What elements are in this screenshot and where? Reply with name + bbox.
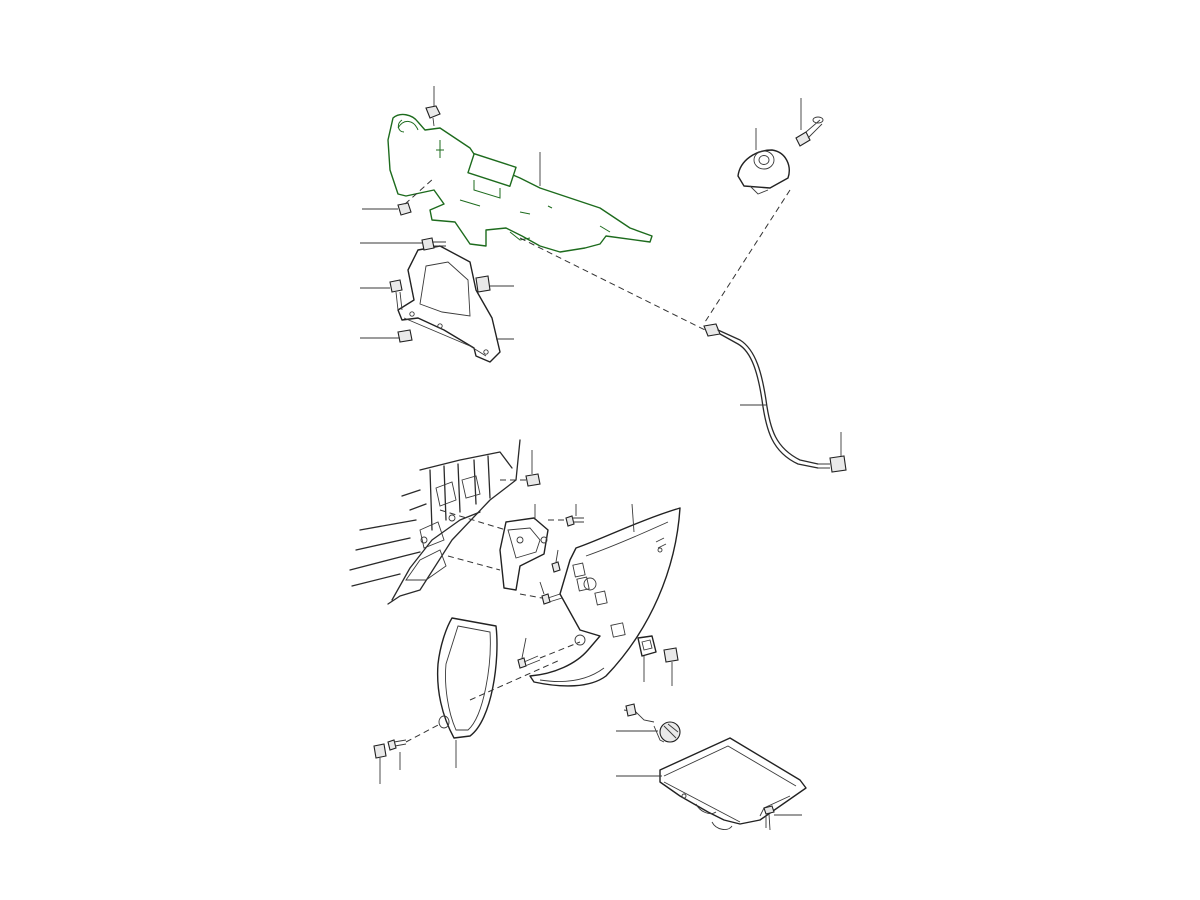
part-11-cover-panel[interactable]: [529, 507, 681, 687]
cable-routing-line-1: [519, 237, 706, 331]
part-17-lock-insert[interactable]: [637, 635, 657, 657]
part-21-screw[interactable]: [763, 805, 775, 831]
part-16-cap[interactable]: [373, 743, 387, 759]
part-14-screw-a[interactable]: [548, 515, 584, 527]
part-3-panel[interactable]: [387, 113, 653, 253]
part-20-tray[interactable]: [659, 737, 807, 830]
part-14-screw-d[interactable]: [517, 641, 581, 669]
part-14-screw-b[interactable]: [551, 561, 561, 573]
part-6-clip-lower[interactable]: [397, 329, 413, 343]
part-12-side-panel[interactable]: [436, 617, 561, 739]
part-1-release-handle[interactable]: [737, 149, 790, 195]
part-8-clip[interactable]: [425, 105, 441, 127]
part-6-clip-right[interactable]: [475, 275, 491, 293]
part-4-bracket[interactable]: [397, 245, 501, 363]
part-13-bracket[interactable]: [439, 509, 549, 591]
part-5-bolt-lower[interactable]: [389, 279, 403, 311]
part-15-clip[interactable]: [500, 473, 541, 487]
part-10-cable-nipple[interactable]: [818, 455, 847, 473]
part-7-nut[interactable]: [397, 177, 435, 216]
part-5-bolt-upper[interactable]: [421, 237, 446, 251]
part-18-cap[interactable]: [663, 647, 679, 663]
vehicle-frame-structure: [349, 439, 521, 605]
part-14-screw-e[interactable]: [387, 723, 441, 751]
part-9-cable[interactable]: [703, 323, 819, 469]
cable-routing-line-2: [704, 189, 791, 323]
part-19-lamp[interactable]: [623, 703, 681, 743]
part-2-cable-end[interactable]: [795, 116, 824, 147]
